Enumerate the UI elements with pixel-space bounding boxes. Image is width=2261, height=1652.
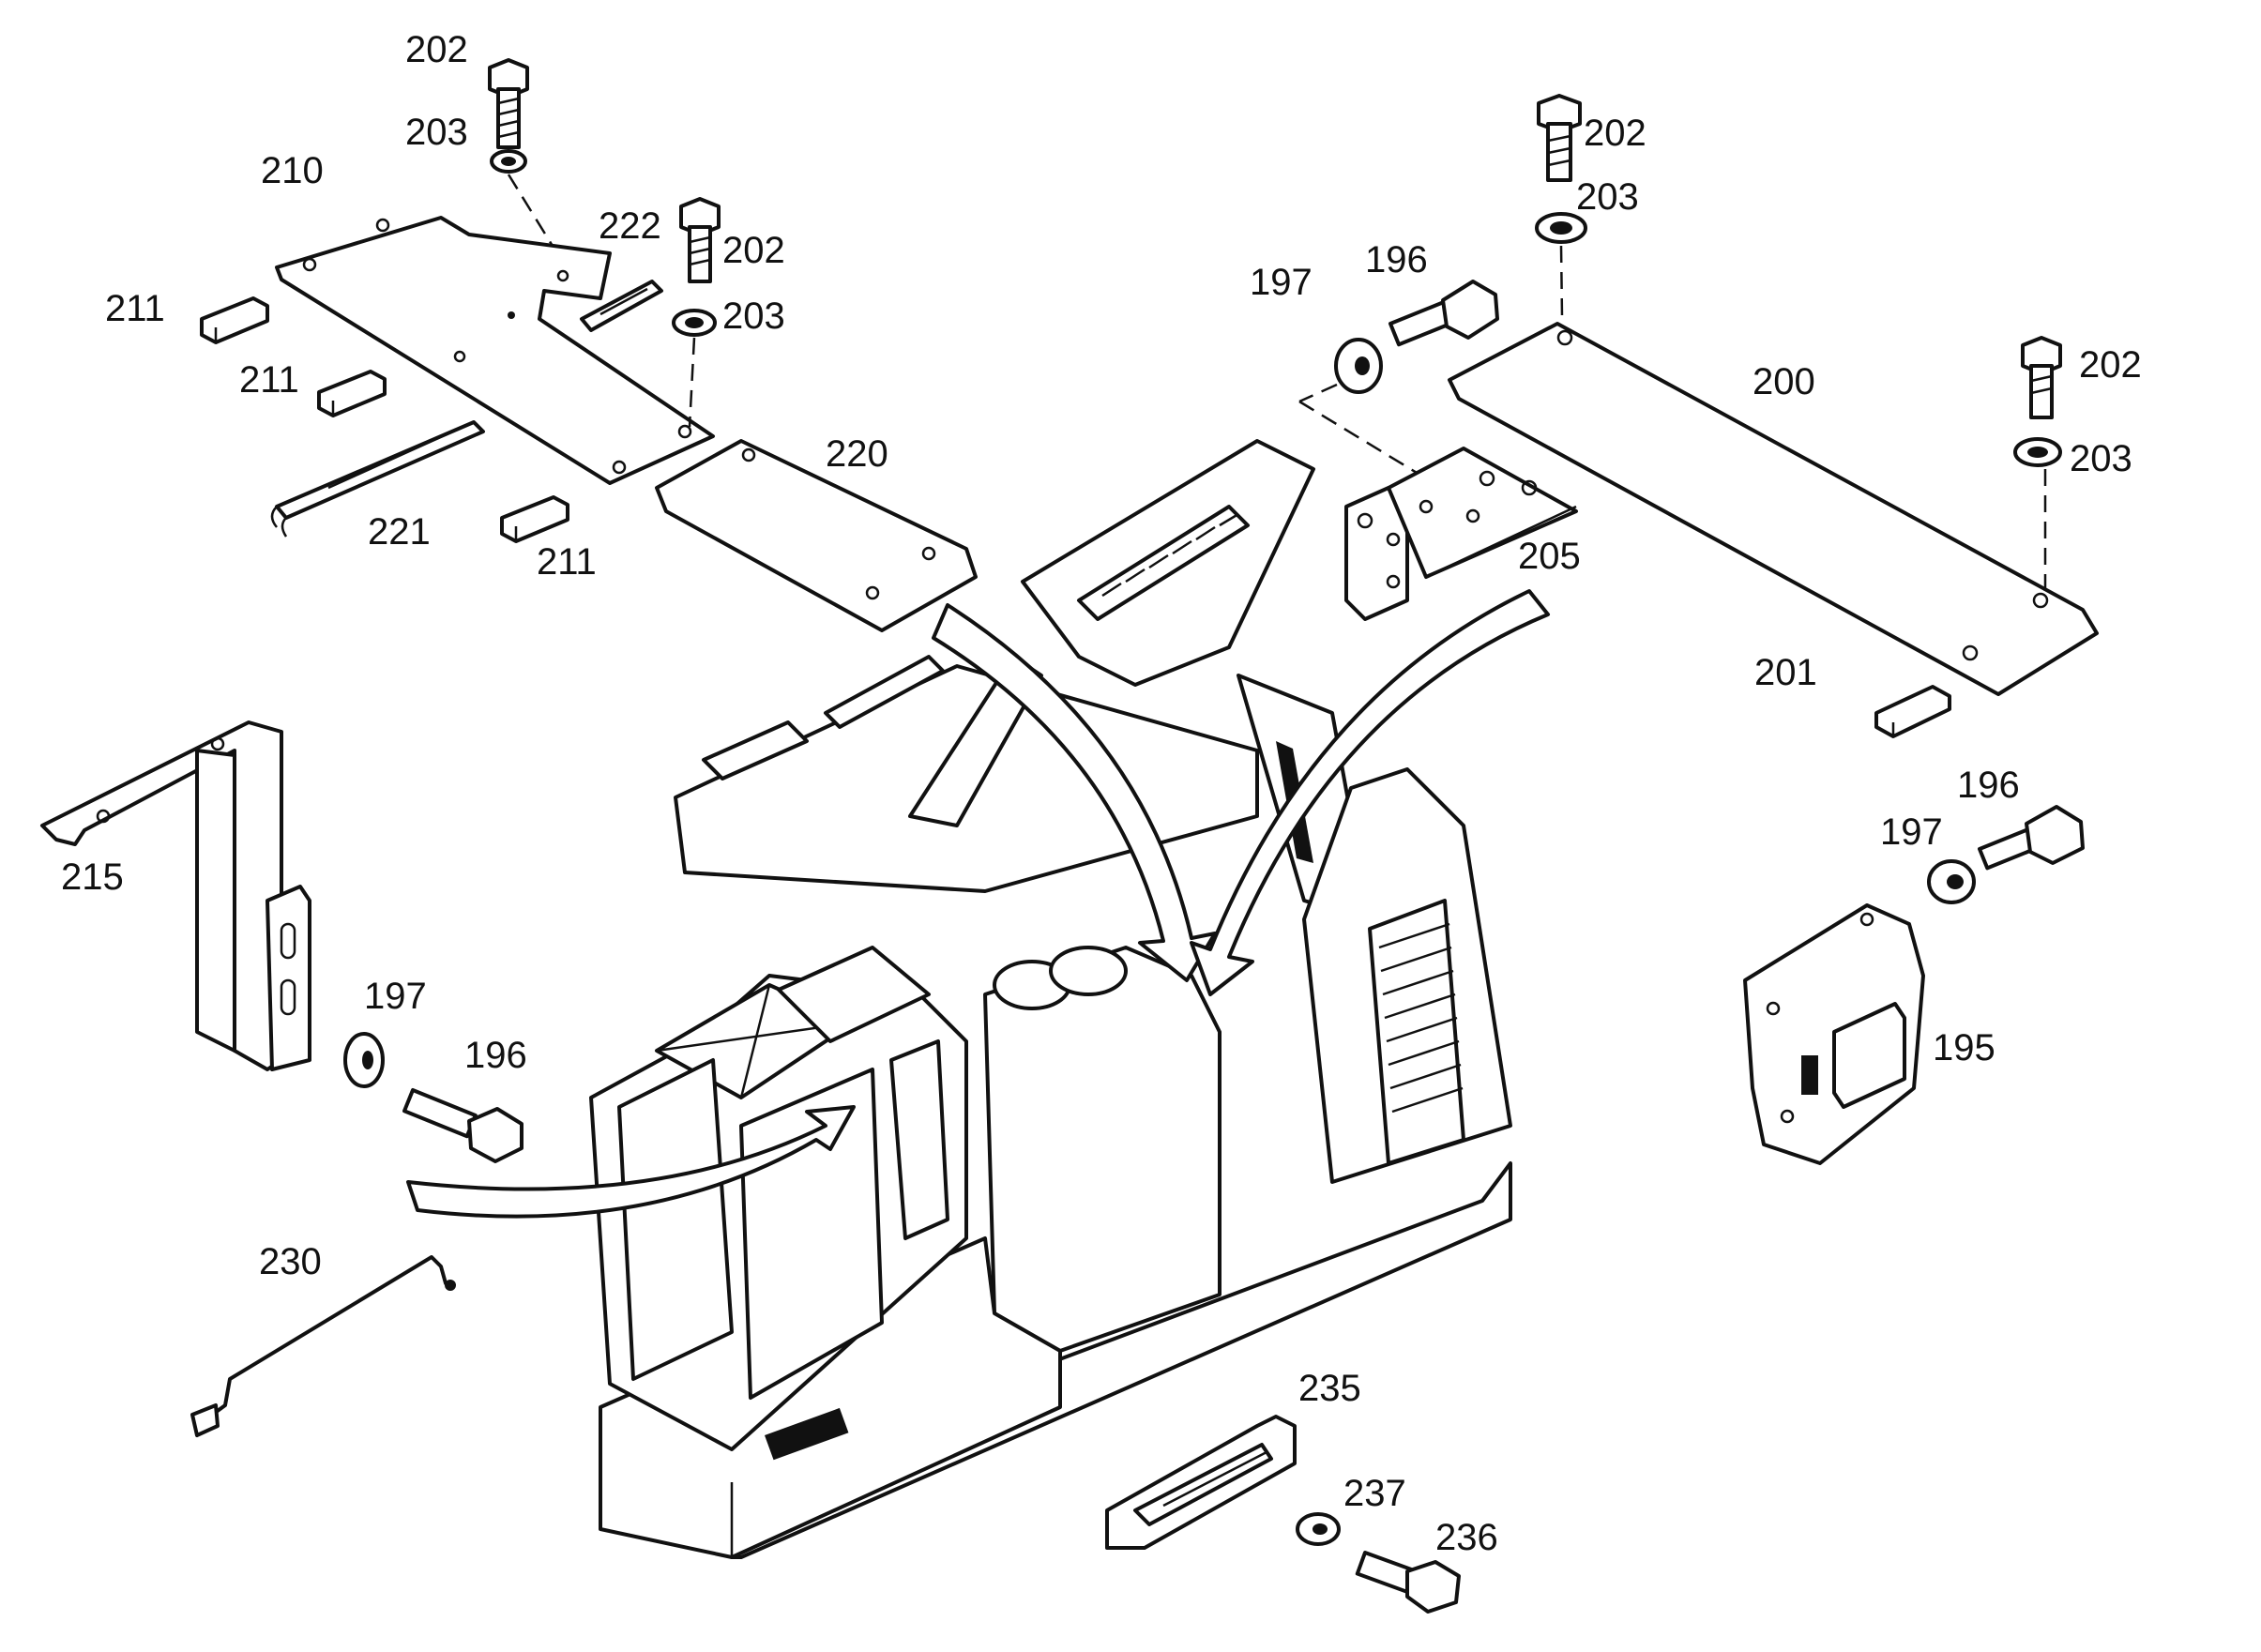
block-211-b — [317, 370, 387, 417]
callout-201: 201 — [1754, 652, 1817, 693]
bolt-196-washer-197-left — [343, 1032, 524, 1163]
callout-211: 211 — [105, 288, 165, 329]
callout-labels: 202 203 210 222 202 203 211 211 211 221 … — [61, 29, 2142, 1558]
callout-203: 203 — [2070, 438, 2132, 479]
callout-202: 202 — [2079, 344, 2142, 386]
mount-195 — [1743, 903, 1925, 1165]
callout-197: 197 — [1880, 811, 1943, 853]
callout-220: 220 — [826, 433, 888, 475]
callout-235: 235 — [1298, 1368, 1361, 1409]
block-211-c — [500, 495, 569, 543]
callout-203: 203 — [1576, 176, 1639, 218]
block-211-a — [200, 296, 269, 344]
plate-200 — [1448, 322, 2099, 696]
callout-202: 202 — [405, 29, 468, 70]
panel-210 — [275, 216, 715, 485]
bracket-205 — [1344, 447, 1578, 621]
callout-196: 196 — [464, 1035, 527, 1076]
bolt-202-top-left — [488, 58, 565, 264]
callout-215: 215 — [61, 856, 124, 898]
callout-202: 202 — [722, 230, 785, 271]
callout-221: 221 — [368, 511, 431, 553]
callout-197: 197 — [1250, 262, 1313, 303]
callout-200: 200 — [1753, 361, 1815, 402]
bolt-202-right-top — [1535, 94, 1587, 318]
bolt-202-with-washer-203 — [672, 197, 721, 428]
callout-196: 196 — [1365, 239, 1428, 280]
rod-230 — [190, 1255, 456, 1437]
block-201 — [1874, 685, 1951, 738]
callout-211: 211 — [537, 541, 597, 583]
callout-196: 196 — [1957, 765, 2020, 806]
strip-222 — [580, 280, 663, 332]
callout-203: 203 — [722, 296, 785, 337]
callout-222: 222 — [599, 205, 661, 247]
rail-221 — [270, 420, 485, 538]
callout-197: 197 — [364, 976, 427, 1017]
panel-220 — [655, 439, 978, 632]
bolt-202-right-lower — [2013, 336, 2062, 600]
callout-237: 237 — [1343, 1473, 1406, 1514]
machine-body — [406, 439, 1550, 1559]
callout-195: 195 — [1933, 1027, 1995, 1068]
bolt-196-washer-197-top — [1298, 280, 1499, 480]
callout-202: 202 — [1584, 113, 1646, 154]
step-235 — [1105, 1415, 1297, 1550]
callout-210: 210 — [261, 150, 324, 191]
bracket-215 — [40, 720, 311, 1071]
callout-205: 205 — [1518, 536, 1581, 577]
callout-230: 230 — [259, 1241, 322, 1282]
bolt-236-washer-237 — [1296, 1512, 1461, 1614]
callout-211: 211 — [239, 359, 299, 401]
callout-236: 236 — [1435, 1517, 1498, 1558]
bolt-196-washer-197-right — [1927, 805, 2085, 904]
callout-203: 203 — [405, 112, 468, 153]
